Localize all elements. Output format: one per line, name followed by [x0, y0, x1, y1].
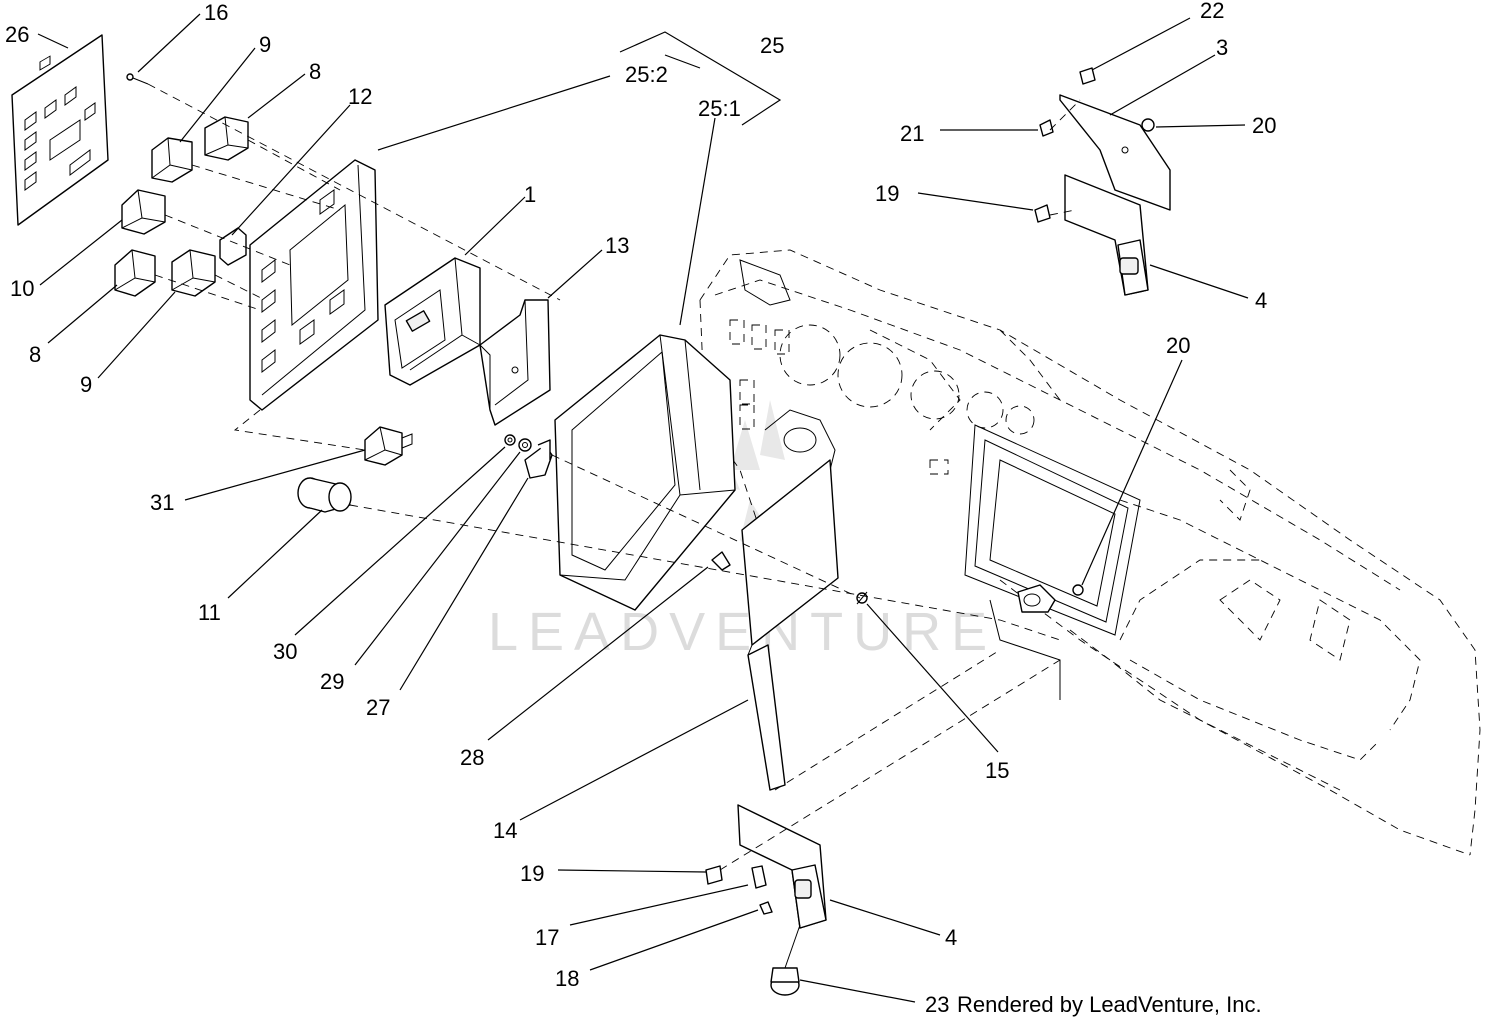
callout-9-bottom: 9 [80, 372, 92, 397]
callout-26: 26 [5, 22, 29, 47]
callout-25-1: 25:1 [698, 96, 741, 121]
callout-29: 29 [320, 669, 344, 694]
bracket-4-bottom [737, 804, 827, 929]
callout-20-mid: 20 [1166, 333, 1190, 358]
callout-12: 12 [348, 84, 372, 109]
callout-16: 16 [204, 0, 228, 25]
gauge-module [384, 257, 481, 386]
bolt-19-top [1034, 204, 1051, 223]
callout-8-bottom: 8 [29, 342, 41, 367]
callout-labels: 26 16 9 8 12 25:2 25 25:1 22 3 21 20 19 … [5, 0, 1276, 1017]
pin-17 [751, 865, 767, 889]
side-cover-plate [741, 459, 839, 791]
callout-20-top: 20 [1252, 113, 1276, 138]
leader-lines [37, 13, 1249, 1003]
callout-9-top: 9 [259, 32, 271, 57]
nut-20-mid [1072, 584, 1084, 596]
callout-11: 11 [198, 600, 221, 625]
rocker-switch-10 [121, 189, 166, 235]
callout-1: 1 [524, 182, 536, 207]
callout-25-2: 25:2 [625, 62, 668, 87]
callout-17: 17 [535, 925, 559, 950]
callout-25: 25 [760, 33, 784, 58]
latch-20-block [1017, 584, 1056, 613]
nut-20-top [1141, 118, 1155, 132]
callout-4-bottom: 4 [945, 925, 957, 950]
buzzer-11 [297, 477, 352, 513]
callout-19-top: 19 [875, 181, 899, 206]
clip-18 [759, 901, 773, 915]
bolt-28 [711, 551, 731, 571]
callout-14: 14 [493, 818, 517, 843]
callout-22: 22 [1200, 0, 1224, 23]
bolt-19-bottom [705, 865, 723, 885]
bracket-plate-3 [1059, 94, 1171, 211]
callout-31: 31 [150, 490, 174, 515]
washer-29 [518, 438, 532, 452]
callout-10: 10 [10, 276, 34, 301]
screw-21 [1039, 119, 1054, 137]
rocker-switch-top-9 [151, 137, 193, 183]
screw-16 [126, 73, 149, 85]
relay-31 [364, 426, 413, 466]
callout-3: 3 [1216, 35, 1228, 60]
callout-13: 13 [605, 233, 629, 258]
callout-27: 27 [366, 695, 390, 720]
mounting-bracket-13 [479, 299, 551, 426]
callout-30: 30 [273, 639, 297, 664]
callout-15: 15 [985, 758, 1009, 783]
console-housing [554, 334, 736, 611]
switch-panel [249, 159, 379, 411]
bracket-4-top [1064, 174, 1149, 296]
watermark-text: LEADVENTURE [488, 602, 997, 662]
callout-28: 28 [460, 745, 484, 770]
decal-sheet [11, 34, 109, 226]
render-credit: Rendered by LeadVenture, Inc. [957, 992, 1262, 1017]
rocker-switch-top-8 [204, 116, 249, 161]
assembly-lines [147, 83, 1081, 871]
knob-27 [524, 439, 553, 479]
nut-30 [504, 434, 516, 446]
callout-23: 23 [925, 992, 949, 1017]
bolt-22 [1079, 67, 1096, 85]
fastener-15 [856, 591, 868, 605]
callout-19-bottom: 19 [520, 861, 544, 886]
rocker-switch-bottom-8 [114, 249, 156, 297]
knob-23 [770, 924, 801, 996]
callout-18: 18 [555, 966, 579, 991]
callout-8-top: 8 [309, 59, 321, 84]
rocker-switch-bottom-9 [171, 249, 216, 297]
callout-4-top: 4 [1255, 288, 1267, 313]
callout-21: 21 [900, 121, 924, 146]
